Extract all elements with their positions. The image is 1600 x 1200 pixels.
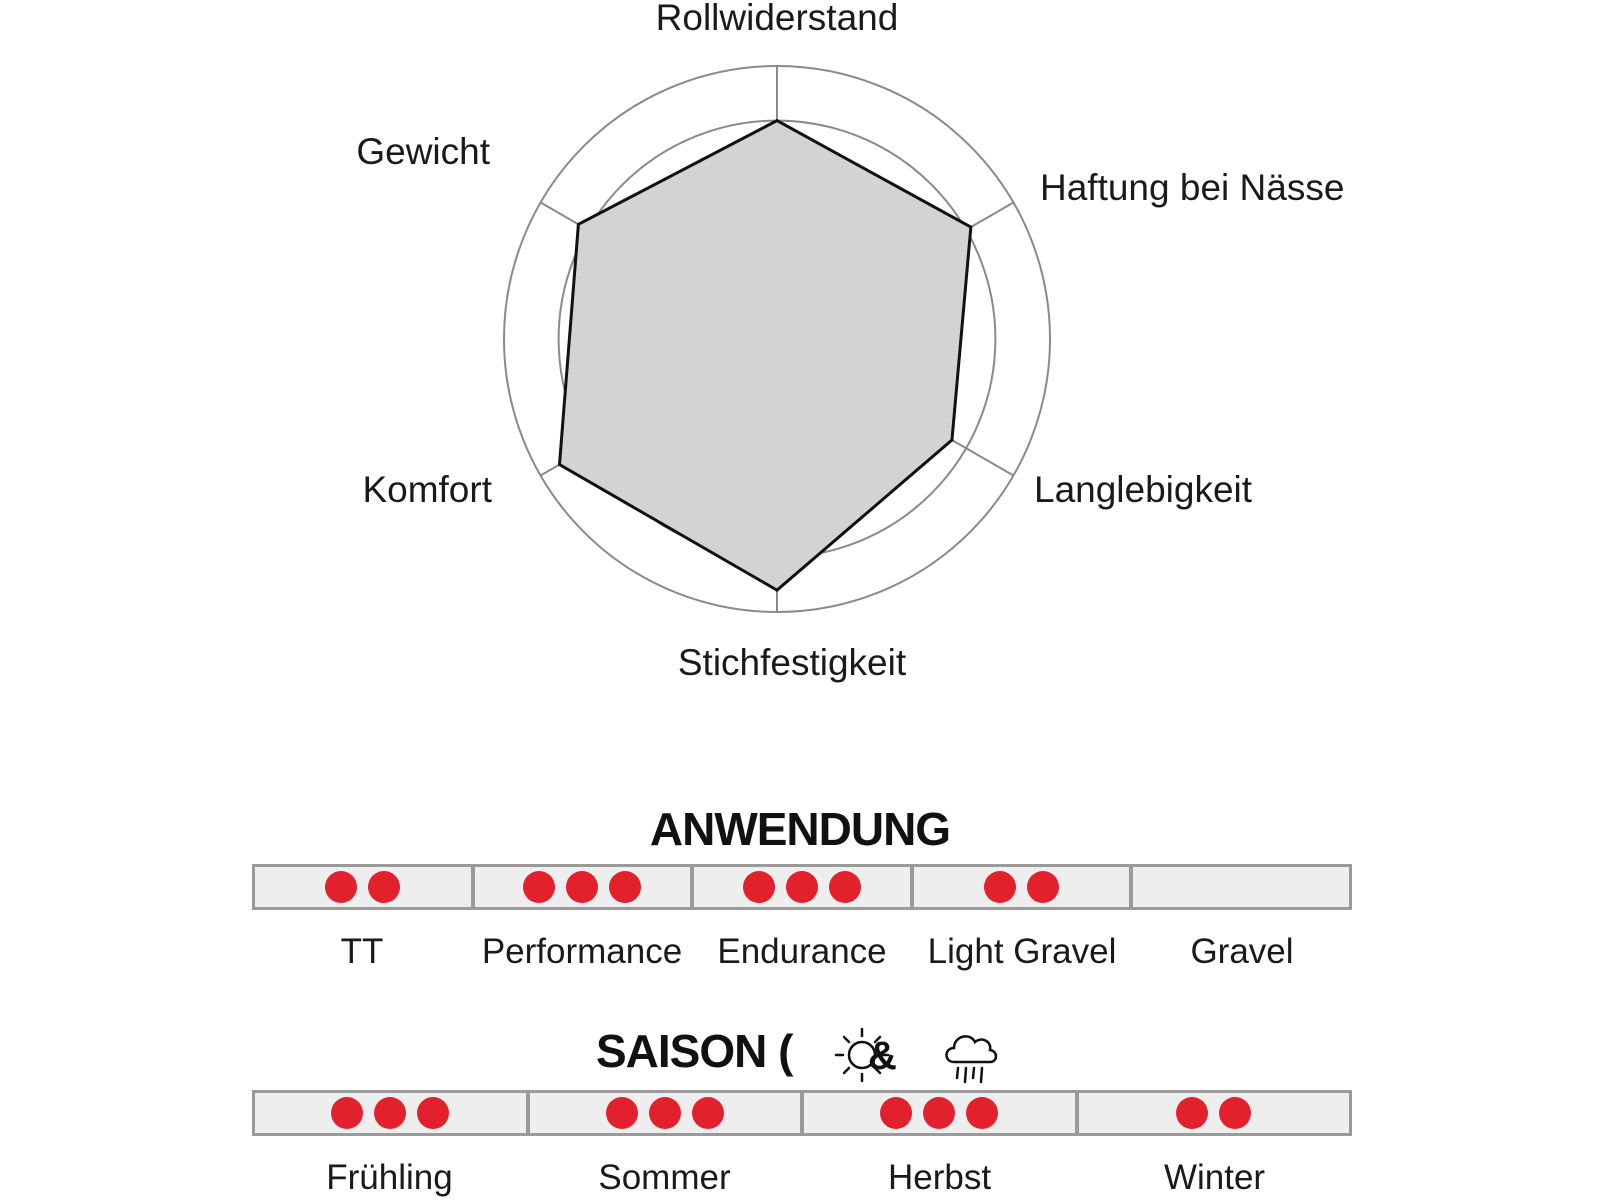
rating-dot xyxy=(523,871,556,903)
usage-label: Endurance xyxy=(717,932,887,971)
usage-cell xyxy=(694,867,914,907)
rain-cloud-icon xyxy=(945,1035,998,1084)
rating-dot xyxy=(1027,871,1060,903)
ampersand-glyph: & xyxy=(868,1034,896,1078)
season-title-text: SAISON ( xyxy=(596,1025,793,1078)
season-label: Winter xyxy=(1163,1158,1266,1197)
rating-dot xyxy=(828,871,861,903)
usage-label: Gravel xyxy=(1190,932,1294,971)
radar-axis-label: Stichfestigkeit xyxy=(678,642,907,683)
usage-cell xyxy=(255,867,475,907)
season-label: Frühling xyxy=(326,1158,453,1197)
usage-rating-bar xyxy=(252,864,1352,910)
rating-dot xyxy=(331,1097,364,1129)
usage-label: Performance xyxy=(481,932,683,971)
rating-dot xyxy=(880,1097,913,1129)
rating-dot xyxy=(417,1097,450,1129)
rating-dot xyxy=(785,871,818,903)
rating-dot xyxy=(923,1097,956,1129)
rating-dot xyxy=(605,1097,638,1129)
season-labels: Frühling Sommer Herbst Winter xyxy=(252,1158,1352,1198)
rating-dot xyxy=(742,871,775,903)
radar-axis-label: Haftung bei Nässe xyxy=(1040,167,1344,208)
rating-dot xyxy=(648,1097,681,1129)
season-label: Herbst xyxy=(887,1158,992,1197)
radar-axis-label: Gewicht xyxy=(356,131,490,172)
usage-label: Light Gravel xyxy=(927,932,1117,971)
rating-dot xyxy=(368,871,401,903)
rating-dot xyxy=(609,871,642,903)
season-rating-bar xyxy=(252,1090,1352,1136)
radar-data-area xyxy=(557,118,973,592)
rating-dot xyxy=(1176,1097,1209,1129)
usage-cell xyxy=(914,867,1134,907)
rating-dot xyxy=(374,1097,407,1129)
usage-labels: TT Performance Endurance Light Gravel Gravel xyxy=(252,932,1352,972)
usage-label: TT xyxy=(340,932,384,971)
season-cell xyxy=(804,1093,1079,1133)
rating-dot xyxy=(1219,1097,1252,1129)
season-cell xyxy=(1079,1093,1350,1133)
season-cell xyxy=(530,1093,804,1133)
rating-dot xyxy=(325,871,358,903)
usage-cell xyxy=(1133,867,1349,907)
season-label: Sommer xyxy=(598,1158,731,1197)
rating-dot xyxy=(691,1097,724,1129)
rating-dot xyxy=(984,871,1017,903)
radar-axis-label: Komfort xyxy=(362,469,492,510)
rating-dot xyxy=(566,871,599,903)
radar-axis-label: Rollwiderstand xyxy=(656,0,899,38)
season-title: SAISON ( & xyxy=(596,1024,1000,1086)
usage-cell xyxy=(475,867,695,907)
usage-title: ANWENDUNG xyxy=(649,803,951,855)
sun-icon: & xyxy=(835,1027,897,1083)
rating-dot xyxy=(966,1097,999,1129)
radar-axis-label: Langlebigkeit xyxy=(1034,469,1253,510)
season-cell xyxy=(255,1093,530,1133)
